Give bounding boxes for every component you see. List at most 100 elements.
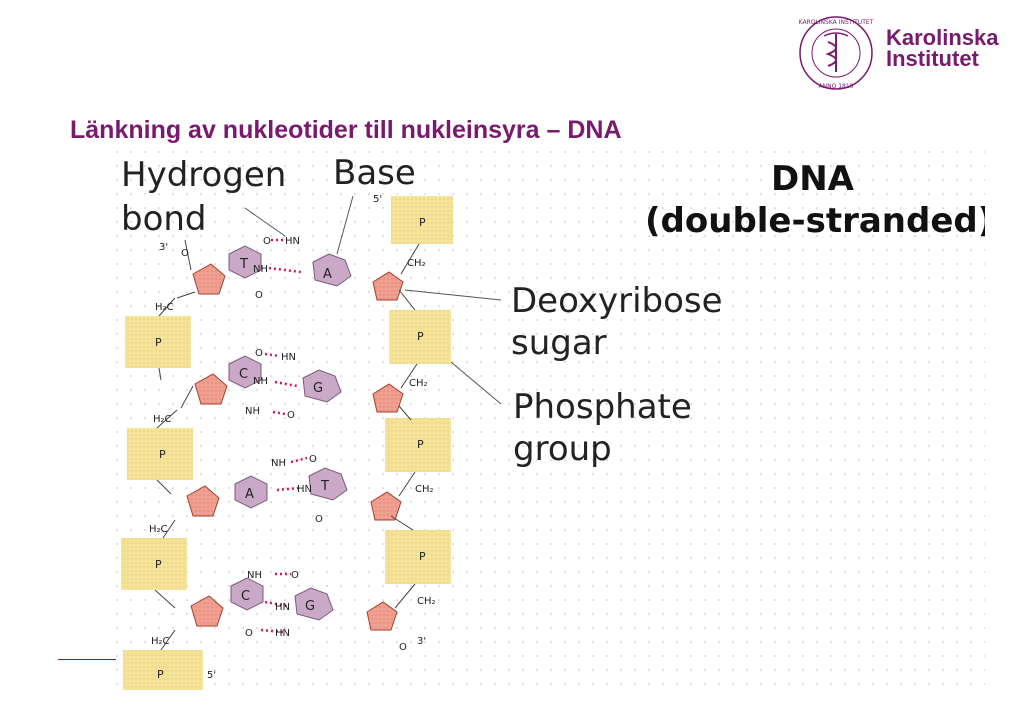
hbond-2a — [264, 352, 280, 358]
label-base: Base — [333, 153, 416, 193]
h2c-3: H₂C — [149, 524, 168, 535]
base-letter-left-3: A — [245, 487, 254, 502]
svg-text:KAROLINSKA INSTITUTET: KAROLINSKA INSTITUTET — [799, 19, 874, 26]
o-6: O — [309, 454, 317, 465]
base-left-2 — [228, 355, 262, 389]
o-10: O — [399, 642, 407, 653]
sugar-left-2 — [194, 373, 228, 405]
p-left-2: P — [159, 448, 166, 461]
o-9: O — [245, 628, 253, 639]
phosphate-leader — [450, 361, 502, 405]
end-left-bottom: 5' — [207, 670, 216, 681]
base-left-3 — [234, 475, 268, 509]
base-right-4 — [294, 587, 334, 621]
base-letter-right-2: G — [313, 381, 323, 396]
base-right-1 — [312, 253, 352, 287]
hbond-leader — [244, 207, 286, 237]
sugar-right-3 — [370, 491, 402, 521]
base-letter-right-3: T — [320, 479, 329, 494]
phosphate-box-left-1 — [125, 316, 191, 368]
logo-wordmark: Karolinska Institutet — [886, 25, 999, 71]
hn-2: HN — [281, 352, 296, 363]
hbond-2c — [272, 410, 286, 416]
phosphate-box-left-2 — [127, 428, 193, 480]
left-backbone — [154, 239, 196, 651]
o-3: O — [181, 248, 189, 259]
base-leader — [336, 195, 354, 255]
ch2-3: CH₂ — [415, 484, 434, 495]
o-8: O — [291, 570, 299, 581]
hbond-4b — [264, 600, 288, 608]
base-letter-left-1: T — [239, 257, 248, 272]
p-left-3: P — [155, 558, 162, 571]
h2c-4: H₂C — [151, 636, 170, 647]
o-7: O — [315, 514, 323, 525]
base-right-2 — [302, 369, 342, 403]
svg-text:ANNO 1810: ANNO 1810 — [819, 83, 854, 90]
ch2-2: CH₂ — [409, 378, 428, 389]
label-double-stranded: (double-stranded) — [645, 201, 985, 241]
base-letter-right-4: G — [305, 599, 315, 614]
hn-1: HN — [285, 236, 300, 247]
logo-line2: Institutet — [886, 46, 979, 71]
o-1: O — [263, 236, 271, 247]
sugar-left-1 — [192, 263, 226, 295]
dna-diagram: Hydrogen bond Base DNA (double-stranded)… — [115, 150, 985, 695]
footer-divider — [58, 659, 116, 660]
phosphate-box-left-3 — [121, 538, 187, 590]
o-2: O — [255, 290, 263, 301]
h2c-1: H₂C — [155, 302, 174, 313]
base-letter-left-4: C — [241, 589, 250, 604]
sugar-left-4 — [190, 595, 224, 627]
karolinska-seal-logo: KAROLINSKA INSTITUTET ANNO 1810 — [799, 16, 874, 90]
end-left-top: 3' — [159, 242, 168, 253]
h2c-2: H₂C — [153, 414, 172, 425]
label-bond: bond — [121, 199, 207, 239]
label-dna: DNA — [771, 159, 855, 199]
nh-2a: NH — [253, 376, 268, 387]
phosphate-box-right-4 — [385, 530, 451, 584]
phosphate-box-right-3 — [385, 418, 451, 472]
p-left-4: P — [157, 668, 164, 681]
end-right-top: 5' — [373, 194, 382, 205]
logo-line1: Karolinska — [886, 25, 999, 50]
ch2-4: CH₂ — [417, 596, 436, 607]
label-deoxyribose: Deoxyribose — [511, 281, 723, 321]
sugar-right-4 — [366, 601, 398, 631]
slide-title: Länkning av nukleotider till nukleinsyra… — [70, 116, 622, 144]
hbond-3b — [276, 486, 300, 492]
base-left-4 — [230, 577, 264, 611]
label-sugar: sugar — [511, 323, 607, 363]
right-backbone — [390, 243, 420, 609]
base-left-1 — [228, 245, 262, 279]
base-letter-right-1: A — [323, 267, 332, 282]
sugar-leader — [404, 289, 502, 301]
p-right-3: P — [417, 438, 424, 451]
nh-2b: NH — [245, 406, 260, 417]
phosphate-box-right-1 — [391, 196, 453, 244]
p-left-1: P — [155, 336, 162, 349]
sugar-left-3 — [186, 485, 220, 517]
hbond-1b — [268, 266, 302, 274]
hn-3: HN — [297, 484, 312, 495]
nh-1: NH — [253, 264, 268, 275]
p-right-2: P — [417, 330, 424, 343]
nh-3: NH — [271, 458, 286, 469]
base-letter-left-2: C — [239, 367, 248, 382]
end-right-bottom: 3' — [417, 636, 426, 647]
base-right-3 — [308, 467, 348, 501]
dotted-background — [115, 150, 985, 695]
o-4: O — [255, 348, 263, 359]
nh-4: NH — [247, 570, 262, 581]
label-hydrogen: Hydrogen — [121, 155, 286, 195]
label-phosphate: Phosphate — [513, 387, 692, 427]
hbond-2b — [274, 380, 298, 388]
hn-4a: HN — [275, 602, 290, 613]
phosphate-box-left-4 — [123, 650, 203, 690]
ch2-1: CH₂ — [407, 258, 426, 269]
p-right-4: P — [419, 550, 426, 563]
hn-4b: HN — [275, 628, 290, 639]
p-right-1: P — [419, 216, 426, 229]
hbond-4c — [260, 628, 284, 634]
phosphate-box-right-2 — [389, 310, 451, 364]
